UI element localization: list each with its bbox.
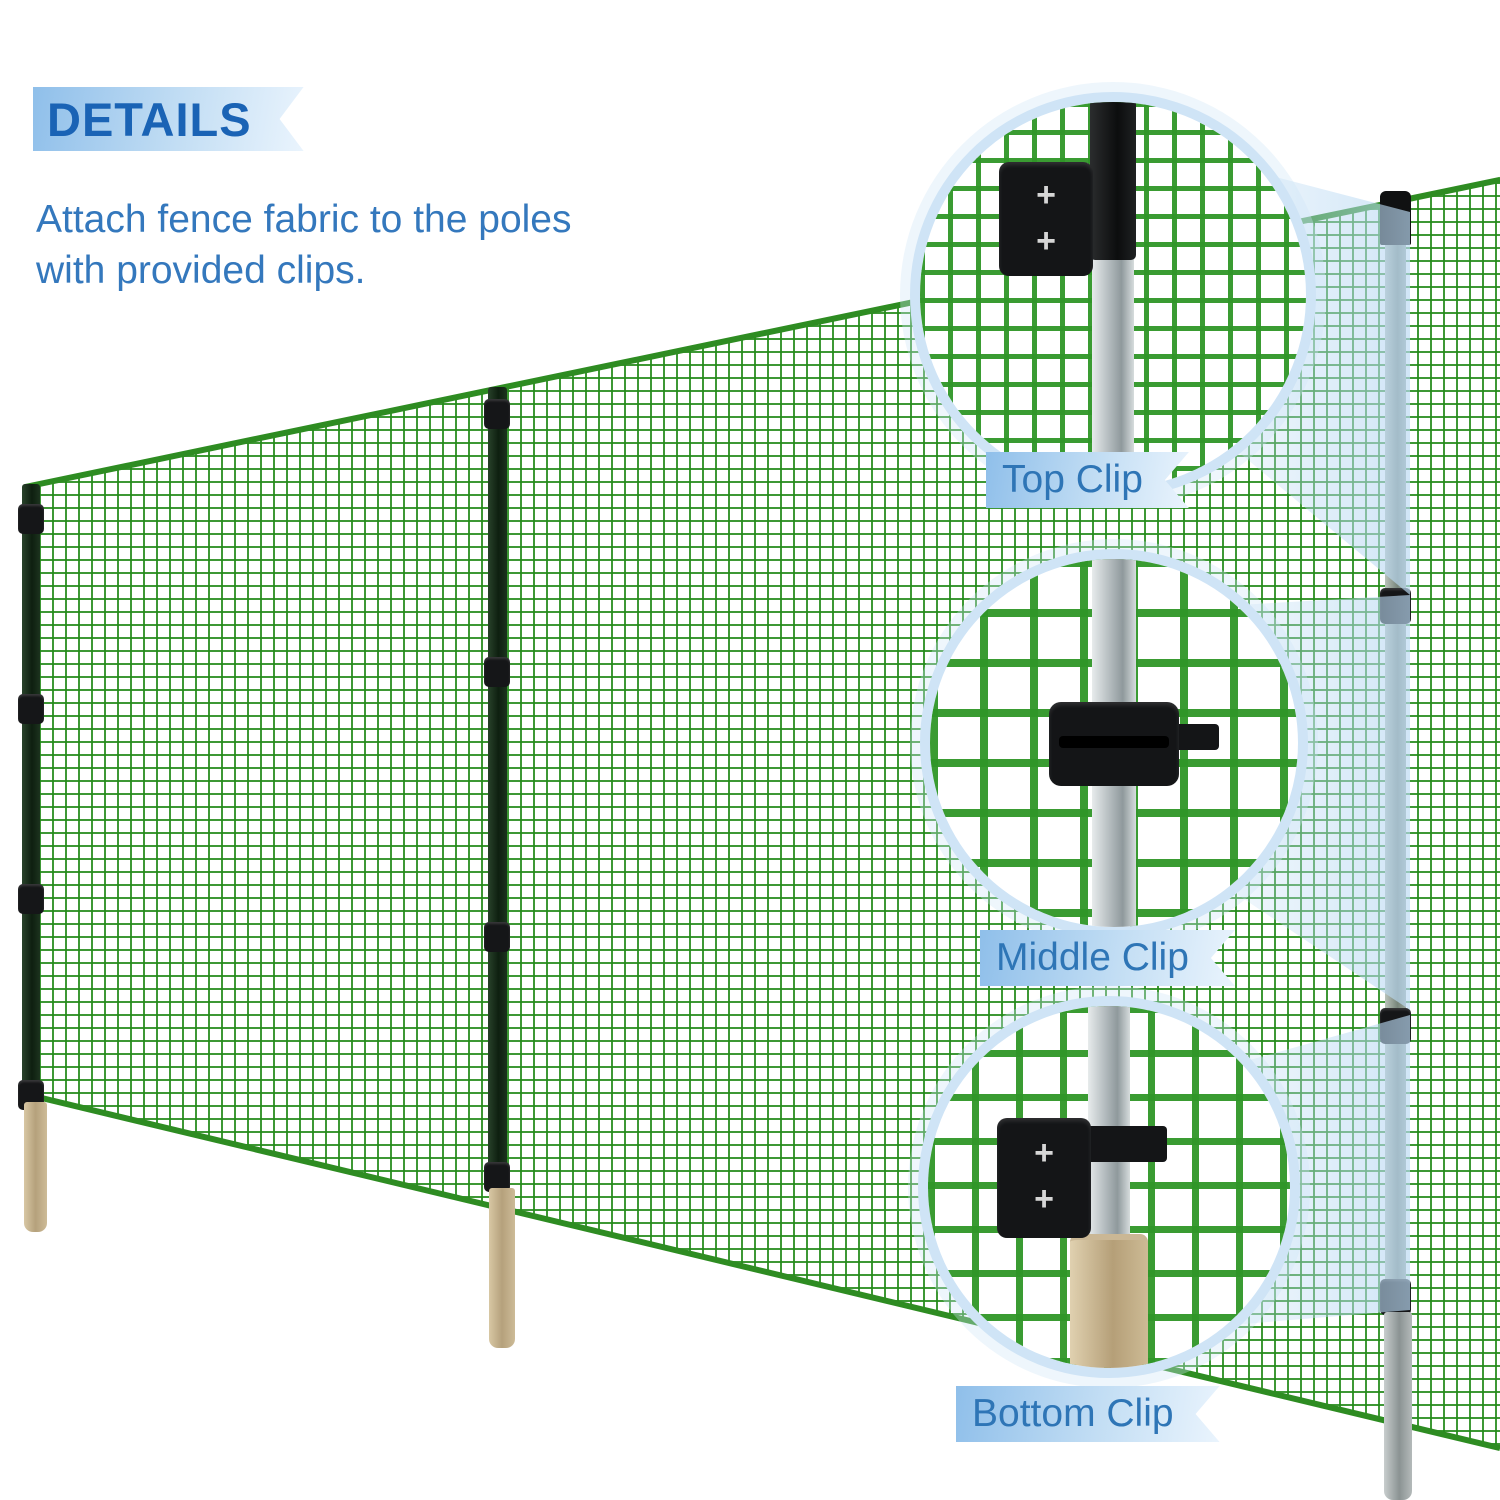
ground-sleeve-detail — [1070, 1234, 1148, 1368]
screw-icon: + — [1034, 1134, 1054, 1172]
fence-pole-left — [18, 484, 44, 1110]
pole-clip — [18, 504, 44, 534]
bottom-clip-bracket — [1079, 1126, 1167, 1162]
top-clip-plate: + + — [999, 162, 1093, 276]
top-clip-ribbon: Top Clip — [986, 452, 1189, 508]
bottom-clip-ribbon: Bottom Clip — [956, 1386, 1220, 1442]
pole-clip — [484, 1162, 510, 1192]
pole-detail — [1092, 252, 1134, 488]
ground-sleeve-left — [24, 1102, 47, 1232]
fence-pole-middle — [484, 387, 510, 1192]
description-text: Attach fence fabric to the poles with pr… — [36, 194, 716, 297]
details-ribbon-label: DETAILS — [47, 92, 252, 146]
top-clip-detail — [1090, 102, 1136, 260]
callout-circle-top-clip: + + — [910, 92, 1316, 498]
pole-clip — [484, 399, 510, 429]
description-line-2: with provided clips. — [36, 249, 366, 293]
screw-icon: + — [1034, 1180, 1054, 1218]
pole-clip — [18, 884, 44, 914]
top-clip-label: Top Clip — [1002, 458, 1143, 501]
middle-clip-slot — [1059, 736, 1169, 748]
callout-circle-middle-clip — [920, 549, 1308, 937]
details-ribbon: DETAILS — [33, 87, 304, 151]
pole-clip — [484, 657, 510, 687]
middle-clip-ribbon: Middle Clip — [980, 930, 1235, 986]
bottom-clip-plate: + + — [997, 1118, 1091, 1238]
description-line-1: Attach fence fabric to the poles — [36, 198, 572, 241]
screw-icon: + — [1036, 176, 1056, 214]
ground-sleeve-right — [1384, 1312, 1412, 1500]
bottom-clip-label: Bottom Clip — [972, 1392, 1174, 1435]
pole-clip — [484, 922, 510, 952]
pole-detail — [1088, 1006, 1130, 1241]
middle-clip-label: Middle Clip — [996, 936, 1189, 979]
screw-icon: + — [1036, 222, 1056, 260]
pole-clip — [18, 694, 44, 724]
ground-sleeve-middle — [489, 1188, 515, 1348]
callout-circle-bottom-clip: + + — [918, 996, 1300, 1378]
middle-clip-detail — [1049, 702, 1179, 786]
